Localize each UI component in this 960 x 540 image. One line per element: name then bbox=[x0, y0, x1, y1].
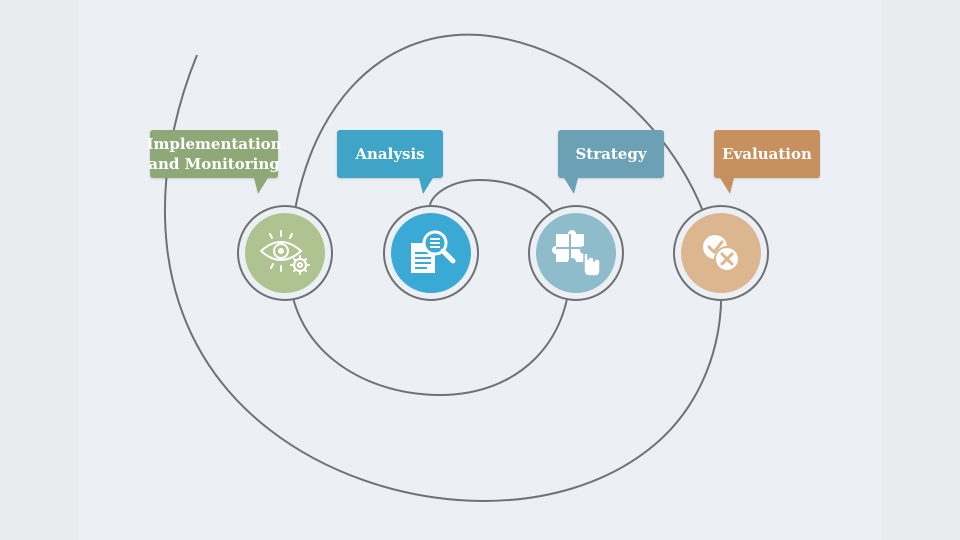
callout-evaluation: Evaluation bbox=[714, 130, 820, 194]
eye-gear-icon bbox=[259, 230, 310, 275]
callout-analysis-label: Analysis bbox=[355, 145, 425, 163]
node-analysis bbox=[383, 205, 479, 301]
node-implementation-monitoring bbox=[237, 205, 333, 301]
node-evaluation bbox=[673, 205, 769, 301]
callout-evaluation-label: Evaluation bbox=[722, 145, 812, 163]
callout-strategy-label: Strategy bbox=[575, 145, 647, 163]
callout-implementation-line1: Implementation bbox=[146, 135, 282, 153]
check-cross-icon bbox=[703, 235, 740, 272]
callout-implementation-line2: and Monitoring bbox=[148, 155, 280, 173]
callout-analysis: Analysis bbox=[337, 130, 443, 194]
callout-strategy: Strategy bbox=[558, 130, 664, 194]
callout-implementation-monitoring: Implementation and Monitoring bbox=[146, 130, 282, 194]
puzzle-hand-icon bbox=[552, 230, 601, 277]
node-strategy bbox=[528, 205, 624, 301]
document-magnifier-icon bbox=[411, 230, 456, 273]
